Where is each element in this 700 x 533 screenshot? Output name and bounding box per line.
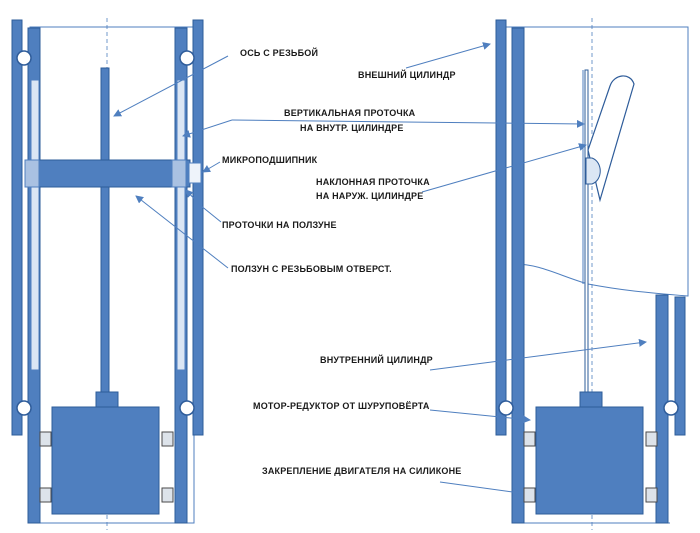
right-threaded-axis <box>584 69 589 396</box>
label-motor-mount: ЗАКРЕПЛЕНИЕ ДВИГАТЕЛЯ НА СИЛИКОНЕ <box>262 466 462 476</box>
arrow-vertical-groove-left <box>182 119 233 138</box>
arrow-micro-bearing <box>202 161 221 173</box>
left-node-top-right <box>179 50 195 66</box>
right-node-bottom-left <box>498 400 514 416</box>
left-outer-rail-right <box>192 19 204 436</box>
right-mount-3 <box>645 431 658 447</box>
right-outer-rail-left <box>495 19 507 436</box>
left-mount-4 <box>161 487 174 503</box>
right-mount-2 <box>523 487 536 503</box>
arrow-motor-mount <box>439 481 521 497</box>
arrow-inclined-groove <box>421 143 587 193</box>
left-view <box>11 18 204 530</box>
arrow-axis-threaded <box>113 55 229 117</box>
right-outer-cylinder-outline <box>498 26 689 297</box>
right-mount-1 <box>523 431 536 447</box>
left-threaded-axis <box>100 67 110 394</box>
left-mount-3 <box>161 431 174 447</box>
right-bearing <box>585 157 601 185</box>
left-node-bottom-right <box>179 400 195 416</box>
arrow-vertical-groove-right <box>231 119 585 128</box>
right-outer-rail-right <box>674 296 686 436</box>
left-guide-strip-left <box>30 79 40 371</box>
label-slider-grooves: ПРОТОЧКИ НА ПОЛЗУНЕ <box>222 220 337 230</box>
label-inclined-groove-2: НА НАРУЖ. ЦИЛИНДРЕ <box>316 191 423 201</box>
left-motor-gearbox <box>51 406 160 515</box>
left-mount-2 <box>39 487 52 503</box>
arrow-inner-cylinder <box>429 338 647 371</box>
left-motor-shaft <box>95 391 119 409</box>
left-mount-1 <box>39 431 52 447</box>
left-slider-end-left <box>24 159 40 188</box>
right-motor-gearbox <box>535 406 644 515</box>
left-node-bottom-left <box>16 400 32 416</box>
left-slider <box>24 159 191 188</box>
label-outer-cylinder: ВНЕШНИЙ ЦИЛИНДР <box>358 69 456 80</box>
label-micro-bearing: МИКРОПОДШИПНИК <box>222 155 318 165</box>
arrow-slider-threaded <box>135 195 229 269</box>
labels: ОСЬ С РЕЗЬБОЙ ВНЕШНИЙ ЦИЛИНДР ВЕРТИКАЛЬН… <box>222 47 462 476</box>
right-inner-rail-left <box>511 27 525 524</box>
left-guide-strip-right <box>176 79 186 371</box>
label-inner-cylinder: ВНУТРЕННИЙ ЦИЛИНДР <box>320 354 433 365</box>
left-micro-bearing <box>188 162 202 184</box>
label-inclined-groove-1: НАКЛОННАЯ ПРОТОЧКА <box>316 177 430 187</box>
left-outer-rail-left <box>11 19 23 436</box>
arrow-outer-cylinder <box>405 42 491 69</box>
right-inner-cylinder-outline <box>520 70 670 524</box>
label-axis-threaded: ОСЬ С РЕЗЬБОЙ <box>240 47 318 58</box>
right-motor-shaft <box>579 391 603 409</box>
right-mount-4 <box>645 487 658 503</box>
leader-arrows <box>113 42 647 497</box>
label-slider-threaded: ПОЛЗУН С РЕЗЬБОВЫМ ОТВЕРСТ. <box>231 264 392 274</box>
right-view <box>495 18 689 530</box>
label-vertical-groove-2: НА ВНУТР. ЦИЛИНДРЕ <box>300 123 404 133</box>
left-slider-end-right <box>171 159 187 188</box>
arrow-slider-grooves <box>185 189 222 223</box>
left-node-top-left <box>16 50 32 66</box>
right-node-bottom-right <box>663 400 679 416</box>
label-vertical-groove-1: ВЕРТИКАЛЬНАЯ ПРОТОЧКА <box>284 108 416 118</box>
arrow-motor-gearbox <box>429 409 531 424</box>
label-motor-gearbox: МОТОР-РЕДУКТОР ОТ ШУРУПОВЁРТА <box>253 401 430 411</box>
